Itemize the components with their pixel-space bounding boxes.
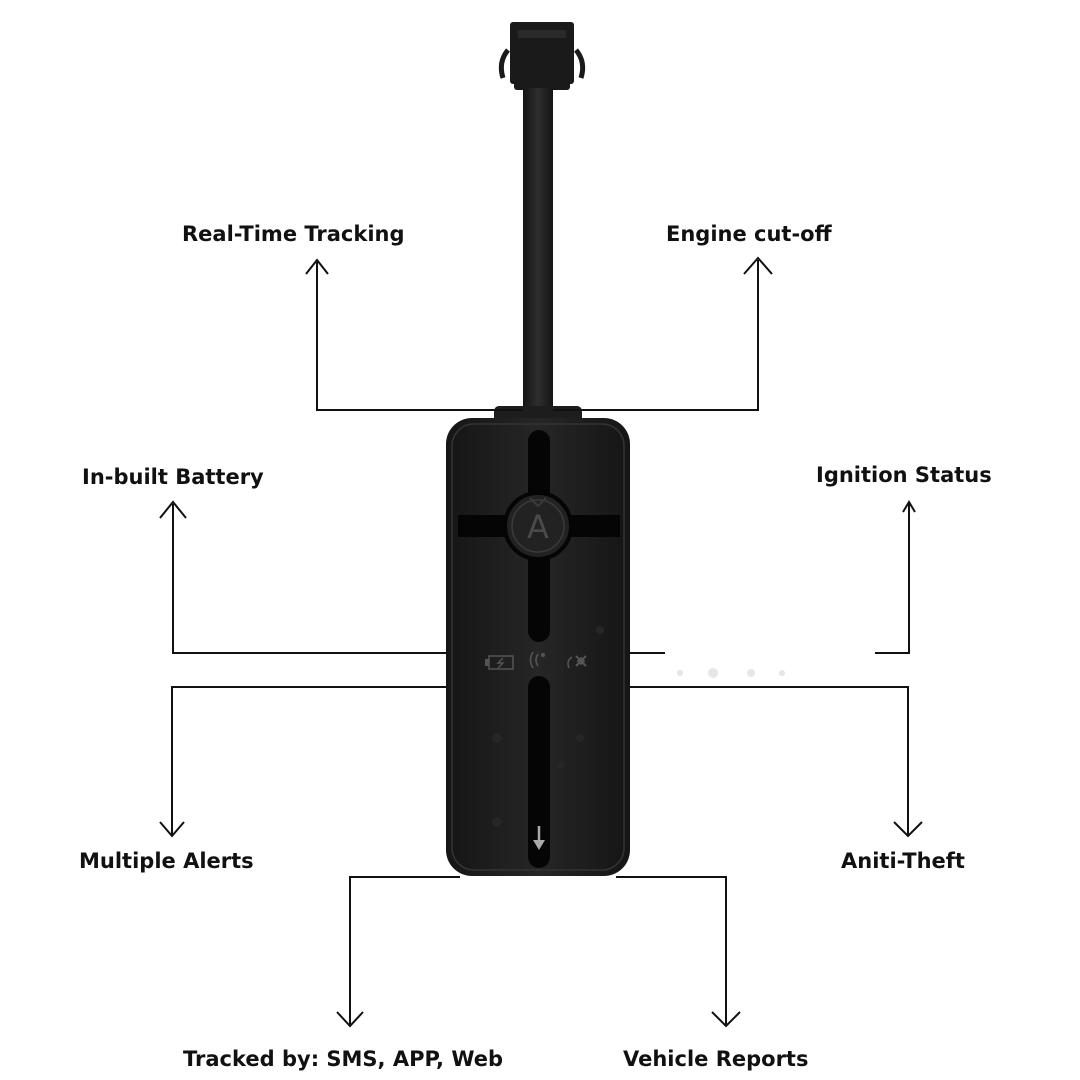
gps-tracker-device [446, 418, 630, 876]
device-logo: A [527, 508, 549, 546]
device-cable [523, 88, 553, 418]
label-aniti-theft: Aniti-Theft [841, 849, 965, 873]
connector-plug [498, 22, 586, 90]
satellite-icon [567, 655, 587, 669]
label-real-time-tracking: Real-Time Tracking [182, 222, 405, 246]
ignition-status-leader-right [875, 504, 910, 654]
label-in-built-battery: In-built Battery [82, 465, 264, 489]
real-time-tracking-leader [316, 262, 523, 411]
in-built-battery-leader [172, 504, 446, 654]
tracked-by-arrowhead [336, 1011, 364, 1028]
down-arrow-icon [533, 826, 545, 850]
aniti-theft-leader [630, 686, 909, 836]
ignition-status-arrowhead [902, 500, 916, 513]
engine-cut-off-arrowhead [743, 256, 773, 275]
in-built-battery-arrowhead [159, 500, 187, 519]
label-multiple-alerts: Multiple Alerts [79, 849, 254, 873]
signal-icon [529, 651, 545, 669]
label-engine-cut-off: Engine cut-off [666, 222, 832, 246]
tracked-by-leader [349, 876, 460, 1026]
vehicle-reports-leader [616, 876, 727, 1026]
multiple-alerts-arrowhead [159, 821, 185, 838]
label-ignition-status: Ignition Status [816, 463, 992, 487]
multiple-alerts-leader [171, 686, 446, 836]
ignition-status-dots [677, 668, 785, 678]
engine-cut-off-leader [553, 260, 759, 411]
label-tracked-by: Tracked by: SMS, APP, Web [183, 1047, 504, 1071]
real-time-tracking-arrowhead [305, 258, 329, 275]
aniti-theft-arrowhead [893, 821, 923, 838]
battery-icon [485, 655, 514, 670]
vehicle-reports-arrowhead [711, 1011, 741, 1028]
label-vehicle-reports: Vehicle Reports [623, 1047, 809, 1071]
